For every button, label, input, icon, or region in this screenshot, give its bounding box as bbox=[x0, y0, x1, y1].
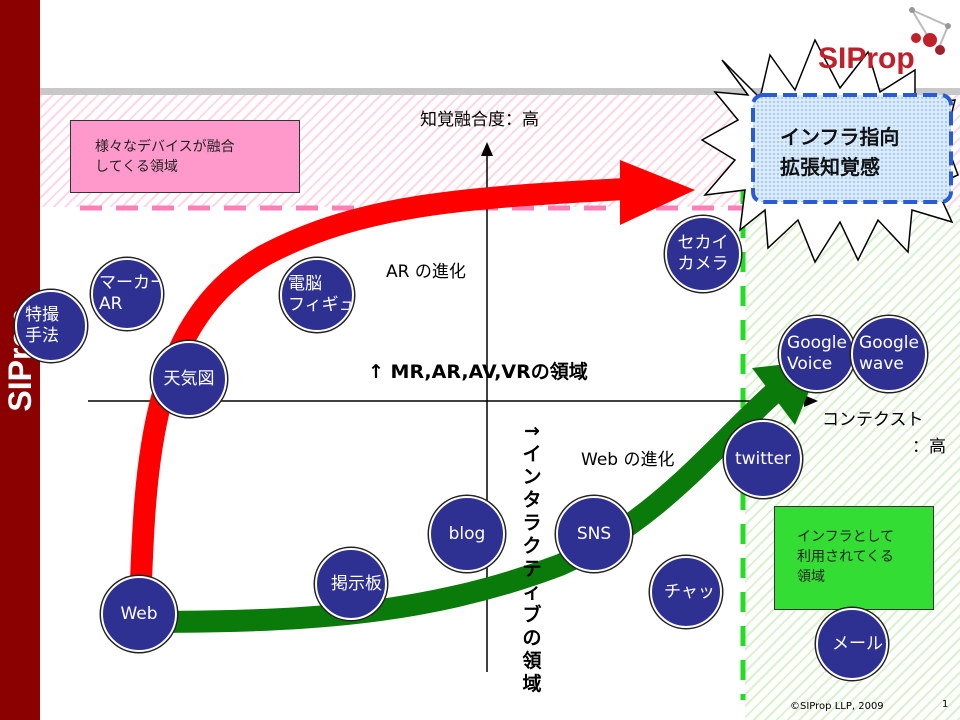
node-google-wave: Google wave bbox=[851, 316, 927, 392]
ar-evolution-arrow bbox=[129, 160, 695, 609]
y-axis-label: 知覚融合度：高 bbox=[420, 110, 539, 130]
page-number: 1 bbox=[942, 699, 949, 710]
web-evolution-label: Web の進化 bbox=[581, 450, 675, 470]
node-label: Google Voice bbox=[787, 333, 847, 374]
node-tokusatsu: 特撮 手法 bbox=[15, 290, 87, 362]
device-fusion-label: 様々なデバイスが融合 してくる領域 bbox=[95, 139, 235, 175]
node-label: SNS bbox=[576, 523, 612, 544]
node-tenkizu: 天気図 bbox=[151, 341, 227, 417]
node-label: 特撮 手法 bbox=[25, 305, 59, 346]
x-axis-label-line2: ：高 bbox=[912, 437, 946, 457]
node-mail: メール bbox=[816, 608, 888, 680]
node-sekai-camera: セカイ カメラ bbox=[665, 216, 741, 292]
brand-logo-text: SIProp bbox=[818, 42, 915, 75]
node-label: マーカー AR bbox=[99, 273, 163, 314]
node-web: Web bbox=[101, 576, 177, 652]
node-chat: チャット bbox=[650, 556, 722, 628]
vertical-region-label: → インタラクティブの領域 bbox=[522, 420, 542, 695]
copyright: ©SIProp LLP, 2009 bbox=[790, 701, 884, 712]
node-marker-ar: マーカー AR bbox=[91, 258, 163, 330]
callout-title: インフラ指向 拡張知覚感 bbox=[780, 125, 900, 179]
node-keijiban: 掲示板 bbox=[315, 548, 387, 620]
sidebar-band bbox=[0, 0, 40, 720]
infrastructure-label: インフラとして 利用されてくる 領域 bbox=[797, 529, 895, 585]
node-twitter: twitter bbox=[724, 420, 802, 498]
node-label: メール bbox=[832, 633, 883, 654]
infrastructure-box: インフラとして 利用されてくる 領域 bbox=[774, 506, 934, 610]
node-label: twitter bbox=[734, 448, 792, 469]
node-label: チャット bbox=[664, 581, 720, 602]
node-sns: SNS bbox=[556, 496, 632, 572]
node-label: Google wave bbox=[859, 333, 919, 374]
node-denno-figure: 電脳 フィギュア bbox=[280, 258, 354, 332]
device-fusion-box: 様々なデバイスが融合 してくる領域 bbox=[70, 120, 300, 193]
logo-molecule-icon bbox=[909, 7, 951, 55]
starburst-callout bbox=[700, 38, 959, 264]
x-axis-label-line1: コンテクスト bbox=[822, 410, 924, 430]
node-label: blog bbox=[448, 523, 486, 544]
top-divider bbox=[40, 88, 960, 95]
node-google-voice: Google Voice bbox=[779, 316, 855, 392]
ar-evolution-label: AR の進化 bbox=[386, 262, 466, 282]
horizontal-region-label: ↑ MR,AR,AV,VRの領域 bbox=[368, 361, 588, 383]
node-label: 天気図 bbox=[163, 368, 215, 389]
node-label: セカイ カメラ bbox=[677, 233, 729, 274]
node-blog: blog bbox=[429, 496, 505, 572]
node-label: 掲示板 bbox=[331, 573, 382, 594]
node-label: Web bbox=[120, 603, 158, 624]
node-label: 電脳 フィギュア bbox=[288, 274, 354, 315]
